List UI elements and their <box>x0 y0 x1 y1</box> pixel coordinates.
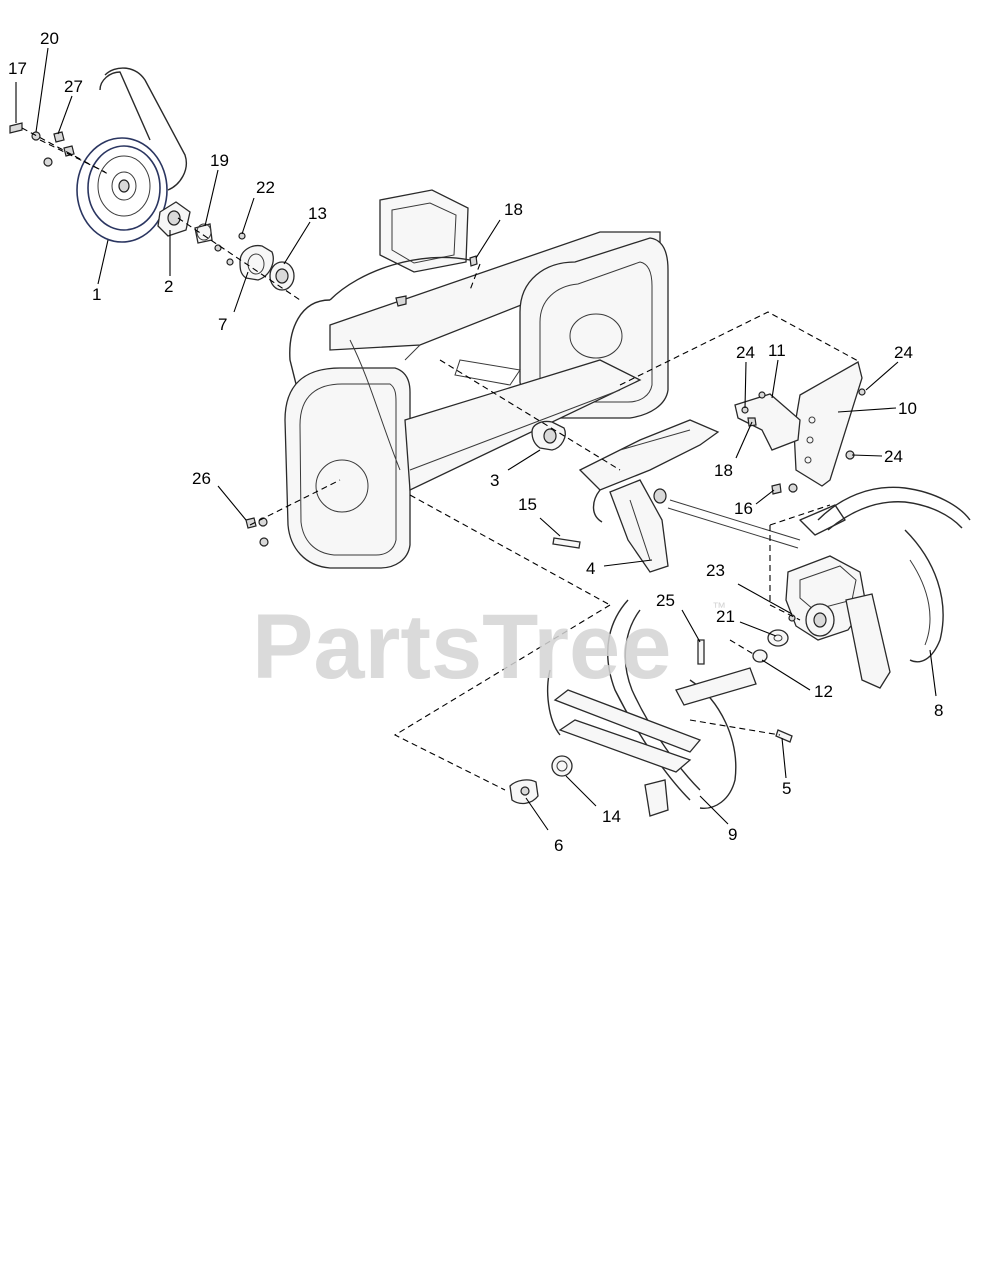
callout-13: 13 <box>308 204 327 223</box>
callout-5: 5 <box>782 779 791 798</box>
callout-10: 10 <box>898 399 917 418</box>
auger-front <box>547 599 757 817</box>
callout-19: 19 <box>210 151 229 170</box>
callout-labels: 17 20 27 1 2 19 22 13 7 18 24 11 24 10 1… <box>8 29 943 855</box>
callout-3: 3 <box>490 471 499 490</box>
auger-shaft <box>667 499 801 549</box>
mount-brackets <box>734 361 866 495</box>
bearing-assembly <box>157 201 301 301</box>
gearbox <box>785 555 867 641</box>
pulley-hardware <box>9 122 111 176</box>
callout-11: 11 <box>768 341 786 360</box>
auger-left <box>578 419 720 573</box>
callout-2: 2 <box>164 277 173 296</box>
callout-17: 17 <box>8 59 27 78</box>
callout-26: 26 <box>192 469 211 488</box>
auger-right <box>799 486 971 689</box>
callout-7: 7 <box>218 315 227 334</box>
drive-pulley <box>76 67 187 243</box>
callout-4: 4 <box>586 559 595 578</box>
callout-25: 25 <box>656 591 675 610</box>
callout-22: 22 <box>256 178 275 197</box>
auger-housing <box>284 189 669 569</box>
callout-9: 9 <box>728 825 737 844</box>
callout-18-bracket: 18 <box>714 461 733 480</box>
callout-24-right: 24 <box>894 343 913 362</box>
callout-24-left: 24 <box>736 343 755 362</box>
callout-21: 21 <box>716 607 735 626</box>
callout-27: 27 <box>64 77 83 96</box>
callout-12: 12 <box>814 682 833 701</box>
callout-14: 14 <box>602 807 621 826</box>
callout-20: 20 <box>40 29 59 48</box>
callout-1: 1 <box>92 285 101 304</box>
leader-lines <box>15 47 937 831</box>
watermark-trademark: ™ <box>712 599 726 615</box>
callout-23: 23 <box>706 561 725 580</box>
assembly-lines <box>249 263 861 791</box>
callout-16: 16 <box>734 499 753 518</box>
callout-24-mid: 24 <box>884 447 903 466</box>
callout-15: 15 <box>518 495 537 514</box>
callout-18-top: 18 <box>504 200 523 219</box>
callout-6: 6 <box>554 836 563 855</box>
callout-8: 8 <box>934 701 943 720</box>
watermark: PartsTree <box>252 596 671 698</box>
